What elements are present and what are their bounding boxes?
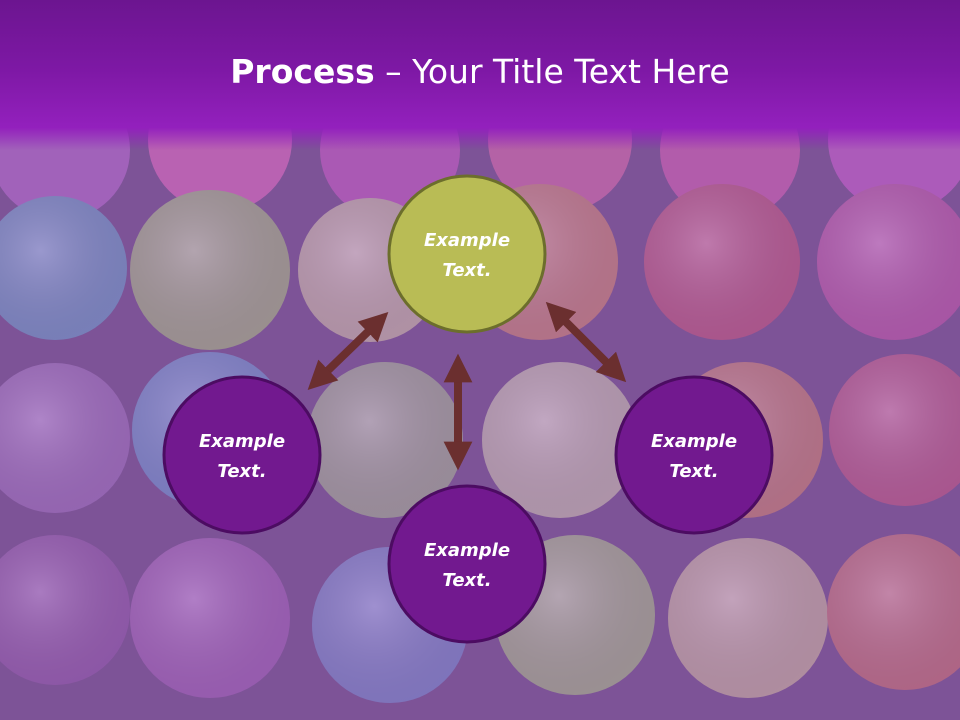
- slide-title: Process – Your Title Text Here: [0, 52, 960, 91]
- node-circle: [614, 375, 774, 535]
- title-bar: [0, 0, 960, 150]
- process-node-left: Example Text.: [162, 375, 322, 535]
- node-label-line2: Text.: [442, 570, 491, 591]
- arrow-top-left: [307, 311, 389, 391]
- node-label-line2: Text.: [669, 461, 718, 482]
- node-label-line1: Example: [651, 431, 737, 452]
- process-node-bottom: Example Text.: [387, 484, 547, 644]
- node-label-line1: Example: [424, 540, 510, 561]
- process-node-right: Example Text.: [614, 375, 774, 535]
- node-label-line1: Example: [199, 431, 285, 452]
- title-rest: – Your Title Text Here: [374, 52, 730, 91]
- node-circle: [162, 375, 322, 535]
- node-label-line2: Text.: [442, 260, 491, 281]
- node-label-line2: Text.: [217, 461, 266, 482]
- node-circle: [387, 484, 547, 644]
- process-node-top: Example Text.: [387, 174, 547, 334]
- node-label-line1: Example: [424, 230, 510, 251]
- title-bold: Process: [230, 52, 375, 91]
- node-circle: [387, 174, 547, 334]
- arrow-top-right: [545, 301, 627, 383]
